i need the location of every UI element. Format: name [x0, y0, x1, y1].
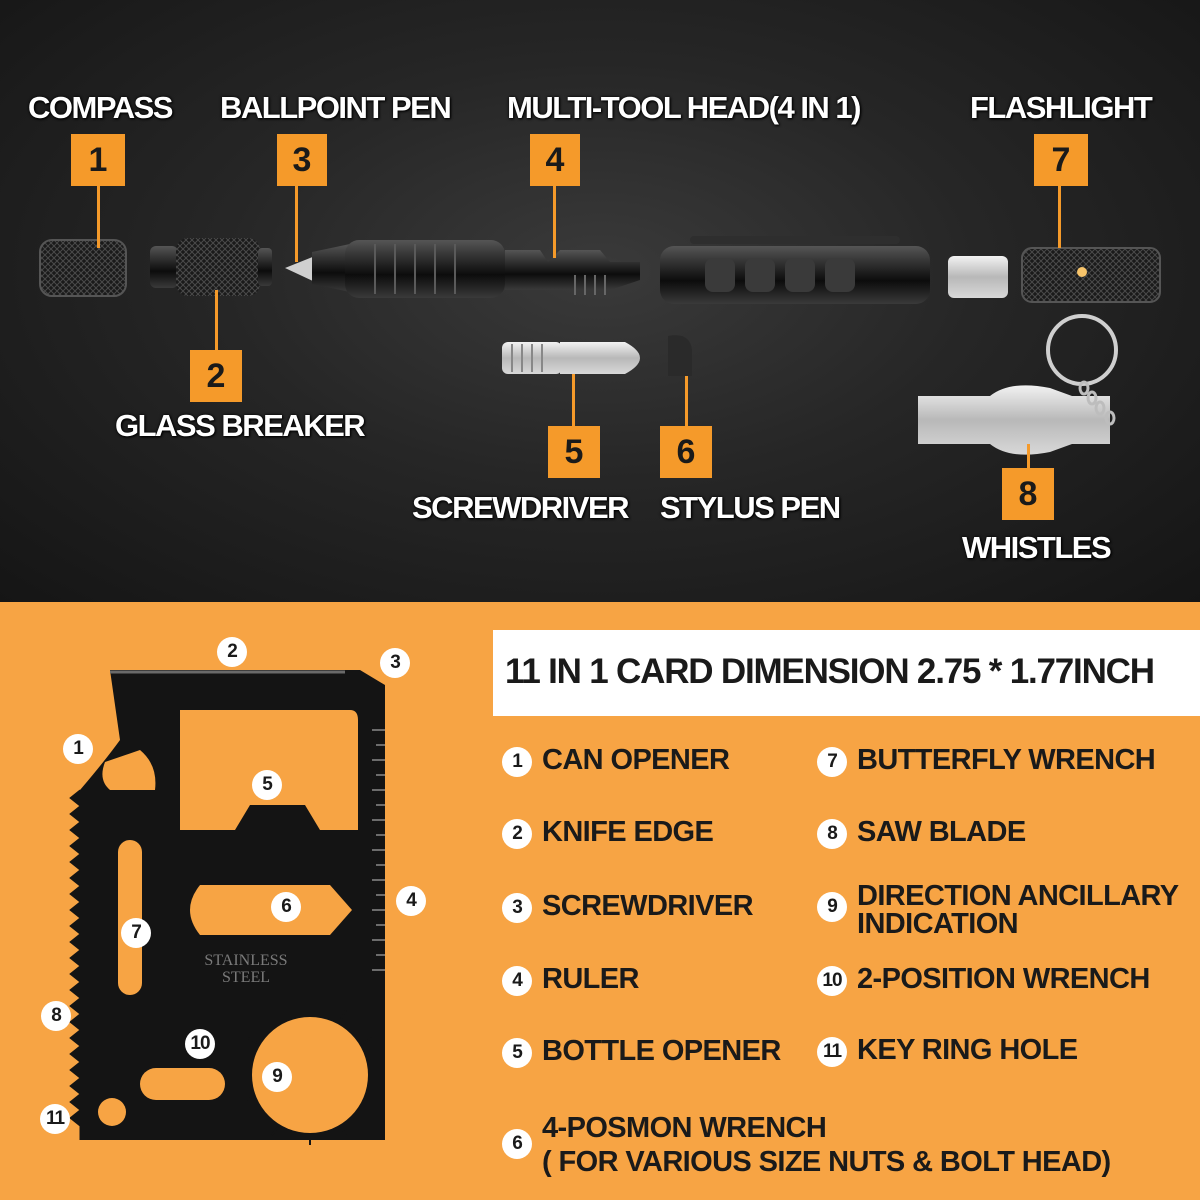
- feature-item-1: 1 CAN OPENER: [502, 744, 730, 777]
- number-box-1: 1: [71, 134, 125, 186]
- feature-number: 5: [502, 1038, 532, 1068]
- feature-number: 7: [817, 747, 847, 777]
- stylus-tip-part: [668, 335, 692, 376]
- feature-label: BUTTERFLY WRENCH: [857, 744, 1156, 776]
- feature-item-6: 6 4-POSMON WRENCH ( FOR VARIOUS SIZE NUT…: [502, 1111, 1111, 1179]
- feature-item-7: 7 BUTTERFLY WRENCH: [817, 744, 1156, 777]
- engraving-line-2: STEEL: [222, 969, 270, 986]
- feature-item-3: 3 SCREWDRIVER: [502, 890, 754, 923]
- leader-line-8: [1027, 444, 1030, 470]
- flashlight-head-part: [1021, 247, 1161, 303]
- glass-breaker-part: [150, 238, 272, 296]
- whistle-part: [918, 314, 1118, 455]
- ballpoint-pen-part: [285, 240, 505, 298]
- feature-label: CAN OPENER: [542, 744, 730, 776]
- multi-tool-head-label: MULTI-TOOL HEAD(4 IN 1): [507, 90, 862, 125]
- multi-tool-head-part: [505, 250, 640, 295]
- feature-item-11: 11 KEY RING HOLE: [817, 1034, 1078, 1067]
- feature-item-9: 9 DIRECTION ANCILLARY INDICATION: [817, 880, 1179, 940]
- leader-line-1: [97, 186, 100, 248]
- leader-line-5: [572, 374, 575, 426]
- engraving-line-1: STAINLESS: [204, 952, 288, 969]
- leader-line-6: [685, 376, 688, 426]
- card-callout-3: 3: [380, 648, 410, 678]
- number-box-4: 4: [530, 134, 580, 186]
- leader-line-2: [215, 290, 218, 352]
- feature-number: 3: [502, 893, 532, 923]
- card-callout-8: 8: [41, 1001, 71, 1031]
- ballpoint-pen-label: BALLPOINT PEN: [220, 90, 452, 125]
- feature-item-10: 10 2-POSITION WRENCH: [817, 965, 1150, 996]
- number-box-7: 7: [1034, 134, 1088, 186]
- card-title-panel: [493, 630, 1200, 716]
- multitool-card-illustration: [69, 670, 385, 1145]
- feature-label: SCREWDRIVER: [542, 890, 754, 922]
- feature-label: KEY RING HOLE: [857, 1034, 1078, 1066]
- whistles-label: WHISTLES: [962, 530, 1112, 565]
- card-callout-2: 2: [217, 637, 247, 667]
- feature-number: 9: [817, 892, 847, 922]
- card-callout-1: 1: [63, 734, 93, 764]
- feature-label-sub: INDICATION: [857, 908, 1019, 940]
- flashlight-label: FLASHLIGHT: [970, 90, 1153, 125]
- leader-line-4: [553, 186, 556, 258]
- feature-number: 6: [502, 1129, 532, 1159]
- feature-number: 1: [502, 747, 532, 777]
- screwdriver-bit-part: [502, 342, 640, 374]
- card-callout-4: 4: [396, 886, 426, 916]
- number-box-3: 3: [277, 134, 327, 186]
- stainless-steel-engraving: STAINLESS STEEL: [196, 952, 296, 986]
- card-callout-9: 9: [262, 1062, 292, 1092]
- feature-label: RULER: [542, 963, 639, 995]
- feature-label: 2-POSITION WRENCH: [857, 963, 1150, 995]
- feature-label-sub: ( FOR VARIOUS SIZE NUTS & BOLT HEAD): [542, 1146, 1111, 1178]
- pen-tools-illustration: [39, 236, 1161, 455]
- feature-label: BOTTLE OPENER: [542, 1035, 781, 1067]
- number-box-5: 5: [548, 426, 600, 478]
- card-dimension-title: 11 IN 1 CARD DIMENSION 2.75 * 1.77INCH: [505, 652, 1155, 691]
- feature-number: 11: [817, 1037, 847, 1067]
- card-callout-7: 7: [121, 918, 151, 948]
- number-box-2: 2: [190, 350, 242, 402]
- feature-number: 2: [502, 819, 532, 849]
- card-callout-10: 10: [185, 1029, 215, 1059]
- leader-line-3: [295, 186, 298, 262]
- feature-number: 10: [817, 966, 847, 996]
- compass-label: COMPASS: [28, 90, 173, 125]
- stylus-pen-label: STYLUS PEN: [660, 490, 841, 525]
- card-callout-11: 11: [40, 1104, 70, 1134]
- number-box-6: 6: [660, 426, 712, 478]
- feature-number: 4: [502, 966, 532, 996]
- feature-label: 4-POSMON WRENCH: [542, 1112, 827, 1144]
- silver-connector-part: [948, 256, 1008, 298]
- feature-label: KNIFE EDGE: [542, 816, 714, 848]
- leader-line-7: [1058, 186, 1061, 248]
- feature-label: DIRECTION ANCILLARY: [857, 880, 1179, 912]
- feature-label: SAW BLADE: [857, 816, 1026, 848]
- number-box-8: 8: [1002, 468, 1054, 520]
- feature-item-5: 5 BOTTLE OPENER: [502, 1037, 781, 1068]
- feature-item-4: 4 RULER: [502, 965, 639, 996]
- pen-tools-section: COMPASS BALLPOINT PEN MULTI-TOOL HEAD(4 …: [0, 0, 1200, 602]
- compass-part: [39, 239, 127, 297]
- glass-breaker-label: GLASS BREAKER: [115, 408, 366, 443]
- screwdriver-label: SCREWDRIVER: [412, 490, 630, 525]
- feature-item-2: 2 KNIFE EDGE: [502, 816, 714, 849]
- feature-item-8: 8 SAW BLADE: [817, 818, 1026, 849]
- flashlight-body-part: [660, 236, 930, 304]
- card-callout-5: 5: [252, 770, 282, 800]
- card-callout-6: 6: [271, 892, 301, 922]
- feature-number: 8: [817, 819, 847, 849]
